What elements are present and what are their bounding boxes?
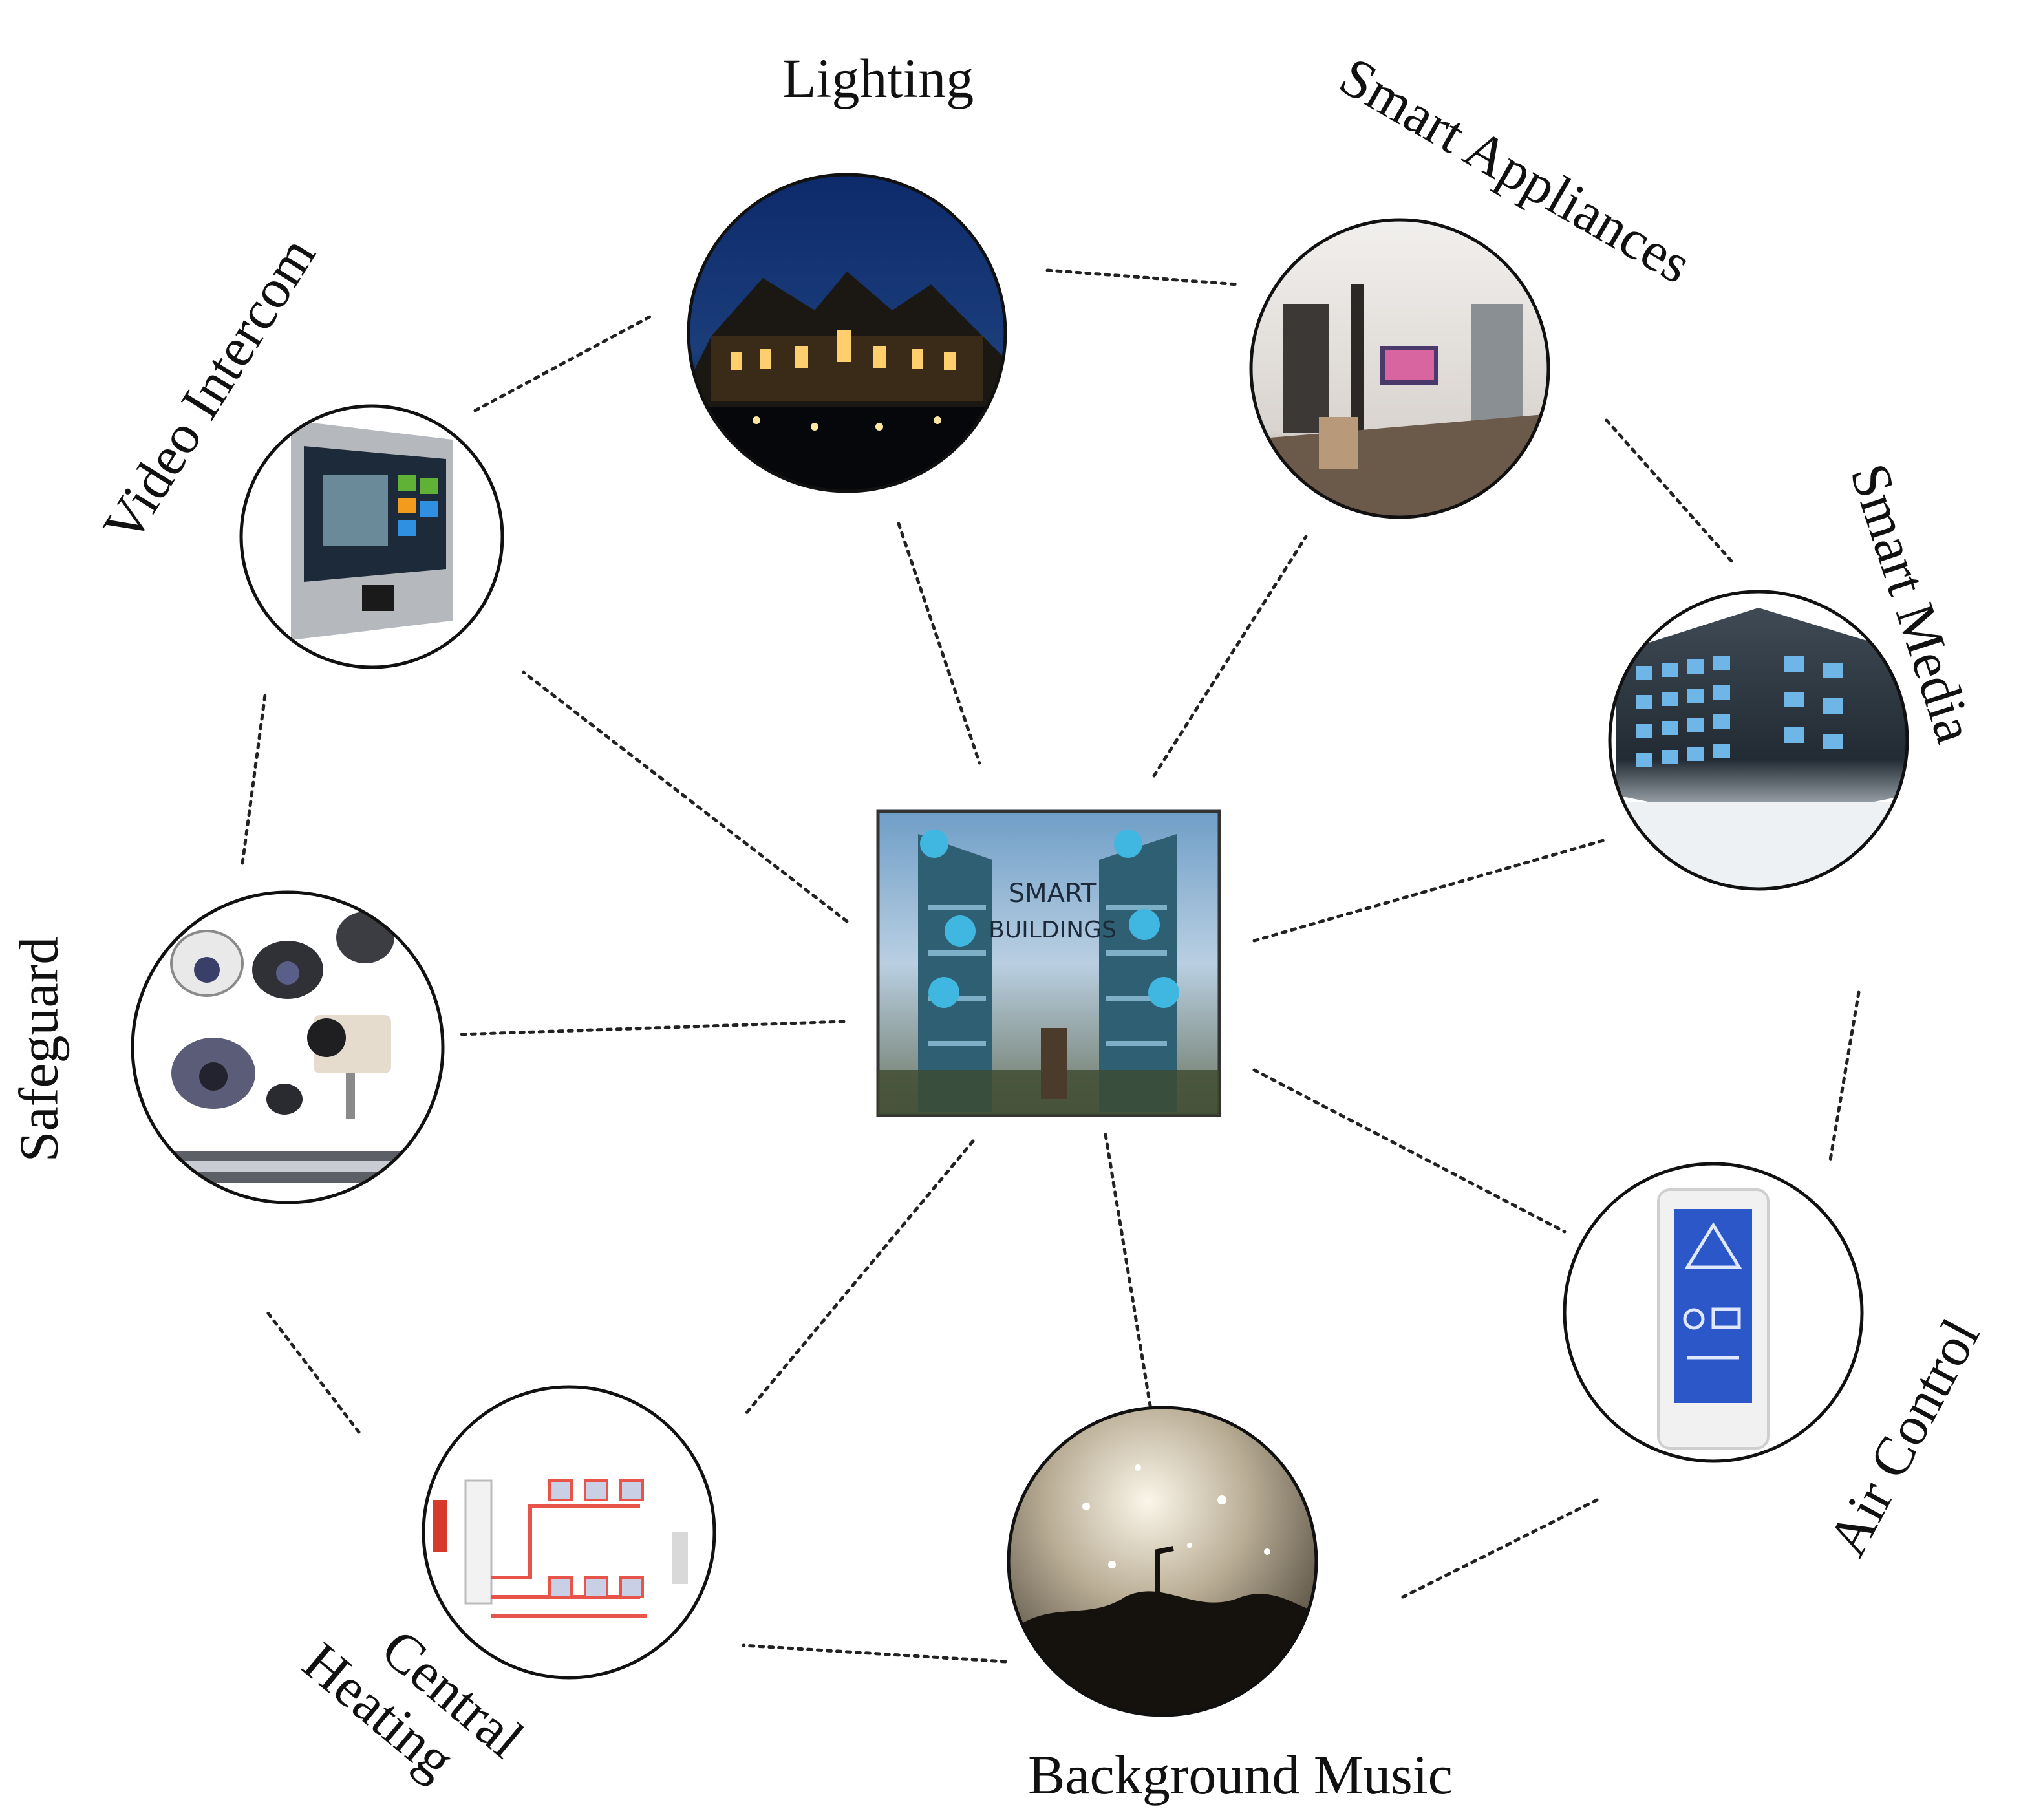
bulb-icon <box>1129 909 1160 940</box>
connector-hub-safeguard <box>457 1020 846 1036</box>
connector-hub-air <box>1252 1068 1567 1234</box>
intercom-photo <box>241 406 502 667</box>
node-safeguard <box>131 890 445 1204</box>
connector-lighting-appliances <box>1045 268 1240 286</box>
connector-hub-media <box>1252 839 1605 943</box>
wifi-icon <box>920 830 948 858</box>
connector-music-heating <box>742 1643 1007 1664</box>
node-lighting <box>687 173 1007 493</box>
connector-hub-appliances <box>1152 535 1308 778</box>
connector-hub-lighting <box>897 522 981 765</box>
hub-icons <box>920 830 1179 1008</box>
node-smart-media <box>1608 590 1909 891</box>
node-central-heating <box>422 1385 716 1680</box>
wifi-icon <box>945 915 976 947</box>
fan-icon <box>1148 977 1179 1008</box>
appliances-photo <box>1251 220 1548 517</box>
connector-safeguard-intercom <box>241 693 267 865</box>
hub-smart-buildings: SMART BUILDINGS <box>876 809 1221 1117</box>
label-safeguard: Safeguard <box>7 936 70 1162</box>
connector-air-music <box>1401 1498 1599 1599</box>
connector-hub-intercom <box>522 670 849 923</box>
hub-title-line1: SMART <box>1009 879 1097 908</box>
connector-intercom-lighting <box>473 315 652 412</box>
node-air-control <box>1563 1162 1864 1463</box>
connector-hub-music <box>1104 1133 1153 1411</box>
hub-title-line2: BUILDINGS <box>989 917 1117 943</box>
thermostat-photo <box>1565 1164 1862 1461</box>
thermometer-icon <box>928 977 959 1008</box>
connector-heating-safeguard <box>263 1307 361 1434</box>
connector-hub-heating <box>745 1139 975 1415</box>
lightning-icon <box>1114 830 1142 858</box>
music-photo <box>1009 1408 1316 1715</box>
label-lighting: Lighting <box>782 47 974 109</box>
node-video-intercom <box>239 404 504 669</box>
connector-media-air <box>1828 990 1861 1166</box>
media-photo <box>1610 592 1907 889</box>
node-background-music <box>1007 1406 1318 1717</box>
node-smart-appliances <box>1249 218 1550 519</box>
label-background-music: Background Music <box>1028 1744 1453 1806</box>
connector-appliances-media <box>1605 418 1735 564</box>
connector-lines <box>241 268 1861 1664</box>
lighting-photo <box>689 175 1005 491</box>
heating-schematic <box>423 1387 714 1678</box>
